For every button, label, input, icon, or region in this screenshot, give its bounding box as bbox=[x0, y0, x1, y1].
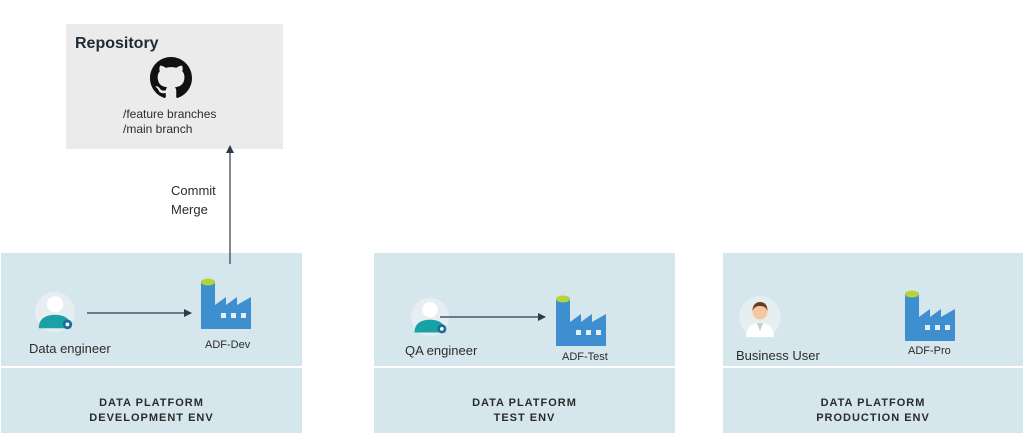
qa-engineer-label: QA engineer bbox=[405, 343, 478, 358]
test-caption-line2: TEST ENV bbox=[493, 412, 556, 424]
adf-test-factory-icon bbox=[556, 295, 606, 346]
commit-merge-label: Commit Merge bbox=[171, 181, 216, 219]
adf-dev-label: ADF-Dev bbox=[205, 339, 251, 351]
adf-pro-factory-icon bbox=[905, 290, 955, 341]
branch-feature: /feature branches bbox=[123, 107, 217, 121]
prod-divider bbox=[723, 366, 1023, 368]
prod-environment-panel: DATA PLATFORM PRODUCTION ENV bbox=[723, 253, 1023, 433]
adf-test-label: ADF-Test bbox=[562, 351, 608, 363]
branch-main: /main branch bbox=[123, 122, 193, 136]
test-caption-line1: DATA PLATFORM bbox=[472, 397, 577, 409]
repository-box: Repository /feature branches /main branc… bbox=[66, 24, 283, 149]
dev-caption-line1: DATA PLATFORM bbox=[99, 397, 204, 409]
prod-caption-line1: DATA PLATFORM bbox=[820, 397, 926, 409]
dev-environment-caption: DATA PLATFORM DEVELOPMENT ENV bbox=[1, 396, 302, 426]
dev-divider bbox=[1, 366, 302, 368]
data-engineer-label: Data engineer bbox=[29, 341, 111, 356]
repository-branches: /feature branches /main branch bbox=[123, 107, 216, 137]
test-environment-caption: DATA PLATFORM TEST ENV bbox=[374, 396, 675, 426]
qa-engineer-icon bbox=[410, 297, 450, 337]
test-divider bbox=[374, 366, 675, 368]
prod-environment-caption: DATA PLATFORM PRODUCTION ENV bbox=[723, 396, 1023, 426]
business-user-icon bbox=[739, 296, 781, 338]
adf-dev-factory-icon bbox=[201, 278, 251, 329]
test-environment-panel: DATA PLATFORM TEST ENV bbox=[374, 253, 675, 433]
adf-pro-label: ADF-Pro bbox=[908, 345, 951, 357]
business-user-label: Business User bbox=[736, 348, 820, 363]
merge-text: Merge bbox=[171, 202, 208, 217]
commit-text: Commit bbox=[171, 183, 216, 198]
github-icon bbox=[150, 57, 192, 98]
repository-title: Repository bbox=[75, 35, 159, 52]
prod-caption-line2: PRODUCTION ENV bbox=[816, 412, 930, 424]
dev-environment-panel: DATA PLATFORM DEVELOPMENT ENV bbox=[1, 253, 302, 433]
data-engineer-icon bbox=[34, 291, 76, 333]
dev-caption-line2: DEVELOPMENT ENV bbox=[89, 412, 214, 424]
